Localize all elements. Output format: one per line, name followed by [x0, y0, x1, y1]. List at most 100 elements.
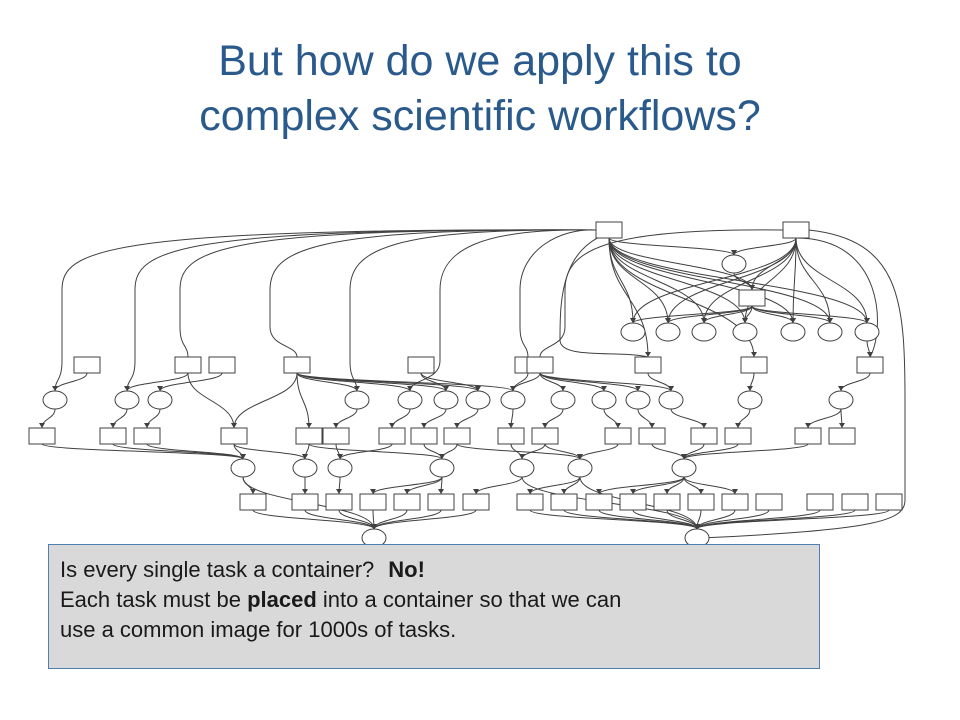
dag-task-node-rect: [283, 356, 311, 374]
dag-edge-arrowhead: [681, 454, 687, 459]
dag-edge: [683, 476, 736, 495]
dag-task-node-rect: [585, 493, 613, 511]
dag-task-node-ellipse: [292, 458, 318, 478]
dag-task-node-ellipse: [732, 322, 758, 342]
dag-edge-arrowhead: [664, 489, 670, 494]
dag-edge-arrowhead: [39, 423, 45, 428]
dag-edge-arrowhead: [454, 423, 460, 428]
dag-edge: [696, 509, 856, 530]
callout-line-2-start: Each task must be: [60, 587, 248, 612]
dag-edge: [41, 408, 56, 429]
dag-task-node-rect: [322, 427, 350, 445]
callout-line-2: Each task must be placed into a containe…: [60, 585, 808, 615]
dag-edge-arrowhead: [742, 318, 748, 323]
dag-edge: [529, 476, 581, 495]
dag-edge: [233, 372, 298, 429]
dag-edge: [544, 443, 581, 460]
dag-edge: [737, 408, 751, 429]
dag-edge-arrowhead: [52, 386, 58, 391]
dag-task-node-rect: [724, 427, 752, 445]
dag-edge-arrowhead: [110, 423, 116, 428]
dag-edge: [373, 509, 442, 530]
dag-task-node-ellipse: [230, 458, 256, 478]
dag-edge-arrowhead: [144, 423, 150, 428]
dag-task-node-rect: [526, 356, 554, 374]
dag-edge: [608, 237, 649, 358]
dag-edge-arrowhead: [337, 454, 343, 459]
dag-edges: [39, 229, 906, 539]
dag-edge-arrowhead: [665, 318, 671, 323]
dag-edge-arrowhead: [389, 423, 395, 428]
dag-task-node-rect: [73, 356, 101, 374]
dag-task-node-rect: [740, 356, 768, 374]
dag-task-node-ellipse: [550, 390, 576, 410]
dag-edge-arrowhead: [519, 454, 525, 459]
dag-task-node-rect: [828, 427, 856, 445]
dag-edge-arrowhead: [473, 489, 479, 494]
dag-edge-arrowhead: [231, 423, 237, 428]
dag-edge: [840, 372, 871, 392]
dag-edge: [296, 372, 514, 392]
dag-edge: [146, 408, 161, 429]
dag-edge-arrowhead: [630, 489, 636, 494]
dag-task-node-rect: [619, 493, 647, 511]
dag-task-node-rect: [291, 493, 319, 511]
dag-edge: [544, 408, 564, 429]
dag-edge: [339, 443, 393, 460]
title-line-1: But how do we apply this to: [218, 37, 742, 85]
dag-edge: [529, 509, 698, 530]
callout-line-3: use a common image for 1000s of tasks.: [60, 617, 457, 642]
title-line-2: complex scientific workflows?: [199, 92, 761, 140]
dag-edge: [441, 443, 458, 460]
dag-edge: [539, 372, 639, 392]
dag-edge-arrowhead: [250, 489, 256, 494]
dag-edge: [304, 509, 375, 530]
dag-edge: [608, 237, 831, 324]
dag-edge: [703, 237, 797, 324]
dag-edge-arrowhead: [805, 423, 811, 428]
dag-edge: [372, 476, 443, 495]
dag-edge-arrowhead: [560, 386, 566, 391]
dag-edge: [751, 305, 868, 324]
dag-edge-arrowhead: [404, 489, 410, 494]
dag-edge: [632, 237, 797, 324]
dag-edge: [519, 229, 597, 358]
dag-edge: [423, 443, 443, 460]
dag-nodes: [28, 221, 903, 548]
dag-edge-arrowhead: [867, 352, 873, 357]
dag-edge-arrowhead: [735, 423, 741, 428]
callout-line-2-end: into a container so that we can: [316, 587, 622, 612]
dag-task-node-rect: [550, 493, 578, 511]
dag-edge: [608, 237, 746, 324]
dag-task-node-rect: [359, 493, 387, 511]
dag-task-node-ellipse: [817, 322, 843, 342]
dag-edge-arrowhead: [240, 454, 246, 459]
dag-edge: [512, 372, 541, 392]
dag-task-node-rect: [806, 493, 834, 511]
dag-edge-arrowhead: [542, 423, 548, 428]
dag-task-node-rect: [634, 356, 662, 374]
dag-edge-arrowhead: [645, 352, 651, 357]
dag-edge: [703, 305, 753, 324]
dag-edge-arrowhead: [649, 423, 655, 428]
dag-edge: [637, 408, 653, 429]
dag-task-node-ellipse: [591, 390, 617, 410]
dag-task-node-rect: [755, 493, 783, 511]
dag-edge-arrowhead: [527, 489, 533, 494]
dag-edge-arrowhead: [333, 423, 339, 428]
callout-line-1: Is every single task a container?No!: [60, 555, 808, 585]
dag-task-node-ellipse: [429, 458, 455, 478]
dag-edge: [699, 229, 906, 539]
dag-edge: [696, 509, 890, 530]
dag-edge: [296, 372, 310, 429]
dag-task-node-rect: [295, 427, 323, 445]
callout-answer: No!: [388, 557, 425, 582]
dag-task-node-rect: [653, 493, 681, 511]
dag-task-node-rect: [378, 427, 406, 445]
dag-edge-arrowhead: [601, 386, 607, 391]
dag-edge: [792, 237, 797, 324]
dag-task-node-rect: [133, 427, 161, 445]
dag-edge: [539, 372, 605, 392]
callout-box: Is every single task a container?No! Eac…: [48, 544, 820, 669]
dag-edge: [632, 305, 753, 324]
